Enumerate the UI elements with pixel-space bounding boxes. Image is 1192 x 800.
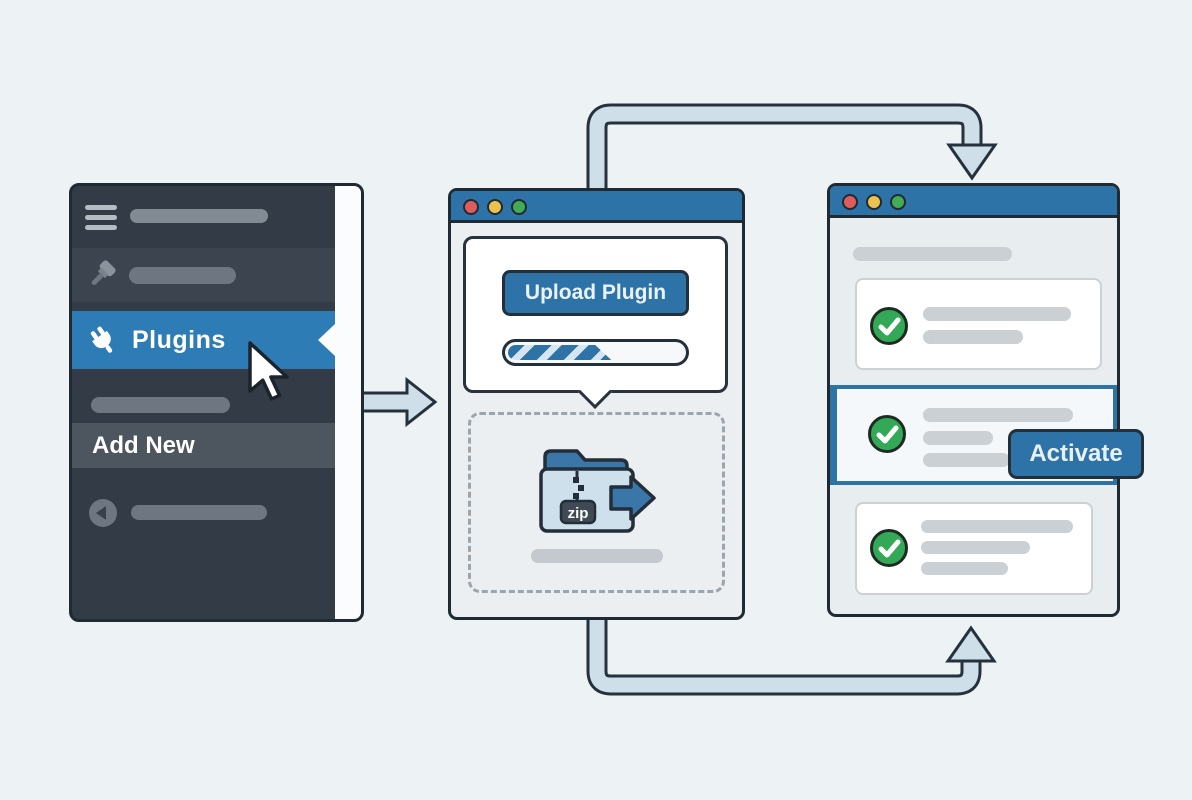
text-placeholder [923, 307, 1071, 321]
flow-arrow-step1-to-step2 [359, 376, 438, 428]
check-icon [868, 415, 906, 453]
text-placeholder [923, 453, 1010, 467]
text-placeholder [921, 562, 1008, 575]
menu-item-placeholder [131, 505, 267, 520]
upload-dialog-bubble: Upload Plugin [463, 236, 728, 393]
minimize-button[interactable] [487, 199, 503, 215]
menu-item-placeholder [91, 397, 230, 413]
sidebar-item-label: Plugins [132, 326, 226, 354]
text-placeholder [923, 330, 1023, 344]
progress-fill [508, 345, 611, 360]
window-titlebar [830, 186, 1117, 218]
zip-folder-icon: zip [539, 449, 656, 533]
content-strip [335, 186, 361, 619]
plugin-row [855, 278, 1102, 370]
maximize-button[interactable] [511, 199, 527, 215]
maximize-button[interactable] [890, 194, 906, 210]
dropzone-hint-placeholder [531, 549, 663, 563]
brush-icon [91, 260, 116, 285]
zip-dropzone[interactable]: zip [468, 412, 725, 593]
window-titlebar [451, 191, 742, 223]
collapse-arrow-icon[interactable] [89, 499, 117, 527]
flow-arrow-top [586, 103, 998, 195]
upload-plugin-button[interactable]: Upload Plugin [502, 270, 689, 316]
menu-item-placeholder [129, 267, 236, 284]
sidebar-item-add-new[interactable]: Add New [72, 423, 361, 468]
sidebar-item-plugins[interactable]: Plugins [72, 311, 361, 369]
sidebar-item-appearance[interactable] [72, 248, 361, 302]
plugin-row [855, 502, 1093, 595]
zip-badge-label: zip [568, 505, 589, 522]
submenu-item-label: Add New [92, 432, 195, 459]
upload-progress-bar [502, 339, 689, 366]
hamburger-menu-icon[interactable] [85, 205, 117, 231]
wp-admin-sidebar: Plugins Add New [69, 183, 364, 622]
upload-plugin-window: Upload Plugin zip [448, 188, 745, 620]
close-button[interactable] [463, 199, 479, 215]
menu-item-placeholder [130, 209, 268, 223]
page-title-placeholder [853, 247, 1012, 261]
check-icon [870, 529, 908, 567]
text-placeholder [923, 431, 993, 445]
close-button[interactable] [842, 194, 858, 210]
flow-arrow-bottom [586, 608, 997, 696]
text-placeholder [923, 408, 1073, 422]
installed-plugins-window [827, 183, 1120, 617]
minimize-button[interactable] [866, 194, 882, 210]
active-item-notch [318, 324, 335, 356]
activate-button[interactable]: Activate [1008, 429, 1144, 479]
plug-icon [90, 326, 113, 353]
text-placeholder [921, 520, 1073, 533]
cursor-icon [248, 341, 289, 401]
text-placeholder [921, 541, 1030, 554]
check-icon [870, 307, 908, 345]
